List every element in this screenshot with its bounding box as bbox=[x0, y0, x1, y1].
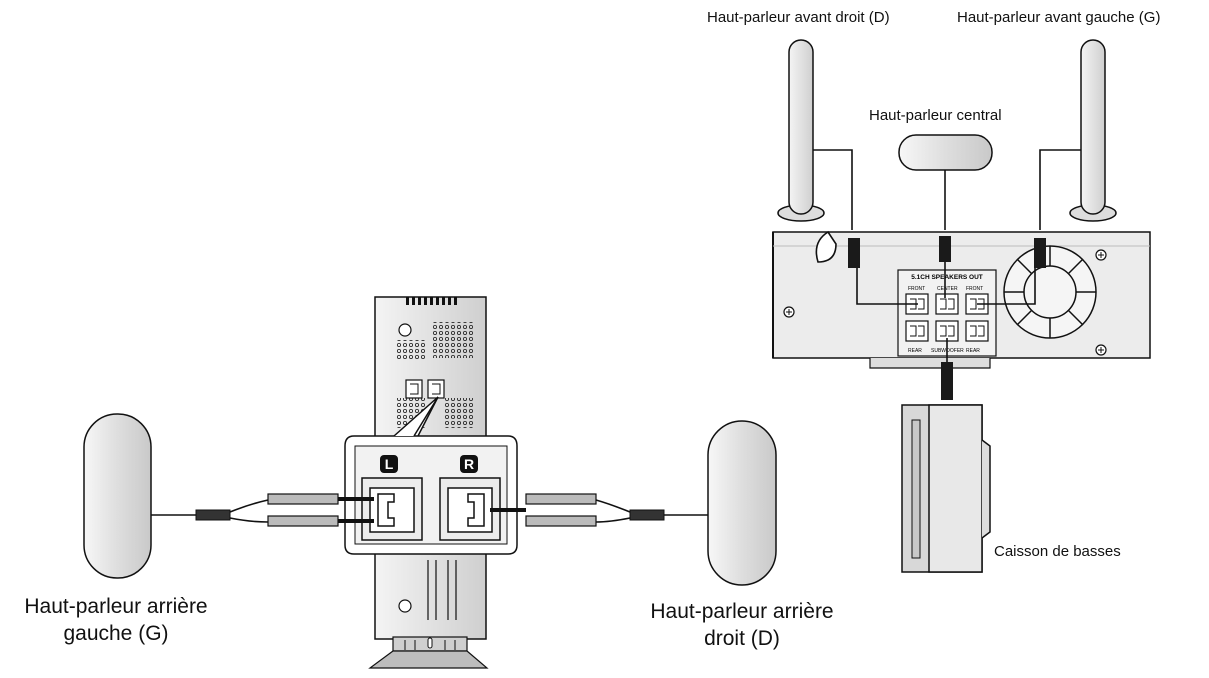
vent-grille bbox=[406, 297, 457, 305]
terminal-rear-right bbox=[965, 320, 989, 342]
front-right-speaker-label: Haut-parleur avant droit (D) bbox=[707, 9, 890, 26]
rear-right-label-line1: Haut-parleur arrière bbox=[650, 600, 834, 623]
front-speaker-wires bbox=[813, 149, 1081, 400]
front-left-speaker-label: Haut-parleur avant gauche (G) bbox=[957, 9, 1161, 26]
rear-right-speaker bbox=[707, 420, 777, 586]
center-speaker bbox=[898, 134, 993, 171]
terminal-rear-left bbox=[905, 320, 929, 342]
panel-rear-left-label: REAR bbox=[908, 348, 922, 354]
dot-grille bbox=[445, 398, 475, 428]
center-speaker-label: Haut-parleur central bbox=[869, 107, 1002, 124]
receiver-plugs bbox=[848, 236, 1046, 400]
screw-icon bbox=[783, 306, 795, 318]
screw-icon bbox=[398, 323, 412, 337]
panel-center-label: CENTER bbox=[937, 286, 958, 292]
stand-base bbox=[368, 636, 489, 669]
rear-right-speaker-label: Haut-parleur arrière droit (D) bbox=[626, 598, 858, 652]
screw-icon bbox=[1095, 344, 1107, 356]
terminal-center bbox=[935, 293, 959, 315]
front-right-speaker bbox=[777, 39, 825, 222]
dot-grille bbox=[432, 322, 474, 358]
panel-rear-right-label: REAR bbox=[966, 348, 980, 354]
right-channel-badge-text: R bbox=[464, 456, 474, 472]
screw-icon bbox=[398, 599, 412, 613]
dot-grille bbox=[396, 340, 426, 360]
subwoofer bbox=[901, 404, 991, 573]
rear-right-label-line2: droit (D) bbox=[704, 627, 780, 650]
rear-left-speaker bbox=[83, 413, 152, 579]
panel-title: 5.1CH SPEAKERS OUT bbox=[911, 274, 983, 281]
right-channel-badge bbox=[460, 455, 478, 473]
rear-left-label-line1: Haut-parleur arrière bbox=[24, 595, 208, 618]
terminal-callout: L R bbox=[344, 396, 518, 555]
rear-left-wire bbox=[151, 493, 374, 527]
small-terminal-left bbox=[405, 379, 423, 399]
panel-front-left-label: FRONT bbox=[908, 286, 925, 292]
front-left-speaker bbox=[1069, 39, 1117, 222]
small-terminal-right bbox=[427, 379, 445, 399]
panel-front-right-label: FRONT bbox=[966, 286, 983, 292]
subwoofer-label: Caisson de basses bbox=[994, 543, 1121, 560]
rear-right-wire bbox=[490, 493, 708, 527]
fan-icon bbox=[1003, 245, 1097, 339]
left-channel-badge bbox=[380, 455, 398, 473]
receiver-unit: 5.1CH SPEAKERS OUT FRONT CENTER FRONT RE… bbox=[772, 231, 1151, 369]
rear-left-label-line2: gauche (G) bbox=[63, 622, 169, 645]
rear-left-speaker-label: Haut-parleur arrière gauche (G) bbox=[0, 593, 232, 647]
screw-icon bbox=[1095, 249, 1107, 261]
left-channel-badge-text: L bbox=[385, 456, 394, 472]
